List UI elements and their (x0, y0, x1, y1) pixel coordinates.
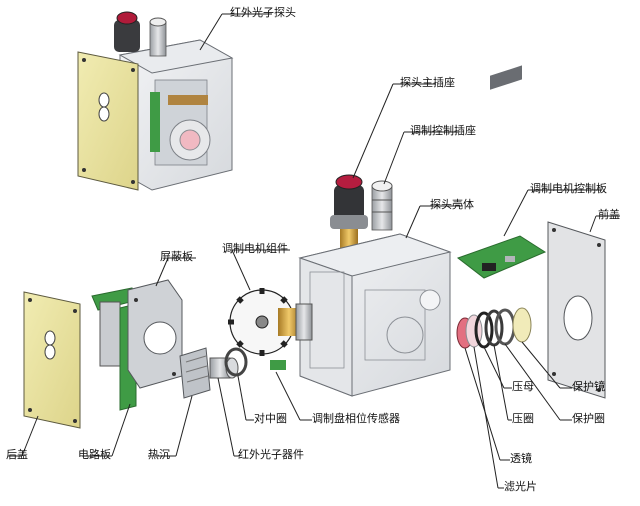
optics-stack (456, 307, 532, 349)
front-cover-plate (547, 221, 606, 399)
label-circuit-board: 电路板 (78, 448, 111, 461)
label-centering-ring: 对中圈 (254, 412, 287, 425)
label-modulation-motor-assembly: 调制电机组件 (222, 242, 288, 255)
label-ir-photon-device: 红外光子器件 (238, 448, 304, 461)
centering-ring-part (224, 347, 248, 377)
motor-control-board (456, 65, 547, 279)
label-probe-main-socket: 探头主插座 (400, 76, 455, 89)
probe-housing (298, 233, 452, 397)
label-front-cover: 前盖 (598, 208, 620, 221)
shield-plate-part (127, 279, 183, 389)
label-modulation-motor-control-board: 调制电机控制板 (530, 182, 607, 195)
label-chopper-phase-sensor: 调制盘相位传感器 (312, 412, 400, 425)
label-shield-plate: 屏蔽板 (160, 250, 193, 263)
label-probe-housing: 探头壳体 (430, 198, 474, 211)
label-lens: 透镜 (510, 452, 532, 465)
modulation-motor-assembly-part (228, 288, 313, 370)
label-heat-sink: 热沉 (148, 448, 170, 461)
label-press-ring: 压圈 (512, 412, 534, 425)
heat-sink-part (179, 347, 211, 399)
label-rear-cover: 后盖 (6, 448, 28, 461)
label-lock-nut: 压母 (512, 380, 534, 393)
assembled-probe (77, 11, 234, 191)
label-protective-mirror: 保护镜 (572, 380, 605, 393)
label-modulation-control-socket: 调制控制插座 (410, 124, 476, 137)
leader-lines (8, 13, 620, 489)
probe-main-socket (330, 174, 368, 249)
label-ir-probe: 红外光子探头 (230, 6, 296, 19)
label-filter: 滤光片 (504, 480, 537, 493)
modulation-control-socket (371, 180, 393, 231)
label-protective-ring: 保护圈 (572, 412, 605, 425)
rear-cover-plate (23, 291, 81, 429)
